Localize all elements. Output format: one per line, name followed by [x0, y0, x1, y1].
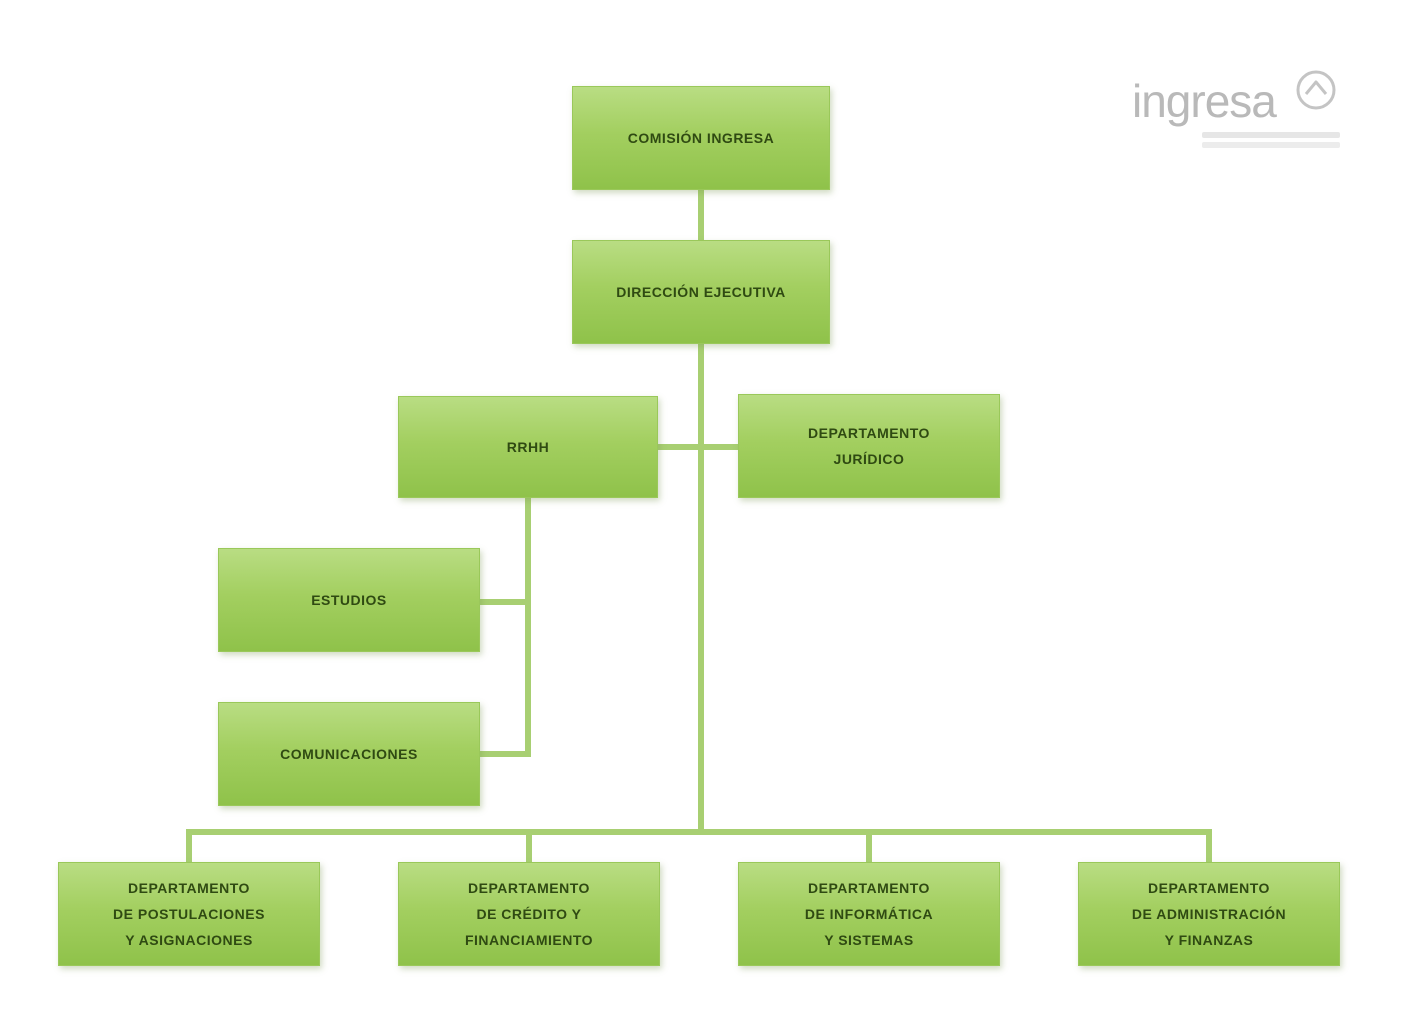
box-departamento-credito: DEPARTAMENTO DE CRÉDITO Y FINANCIAMIENTO — [398, 862, 660, 966]
box-departamento-informatica: DEPARTAMENTO DE INFORMÁTICA Y SISTEMAS — [738, 862, 1000, 966]
box-estudios: ESTUDIOS — [218, 548, 480, 652]
ingresa-logo: ingresa — [1132, 66, 1352, 156]
box-departamento-administracion: DEPARTAMENTO DE ADMINISTRACIÓN Y FINANZA… — [1078, 862, 1340, 966]
logo-wordmark: ingresa — [1132, 75, 1277, 127]
box-direccion-ejecutiva: DIRECCIÓN EJECUTIVA — [572, 240, 830, 344]
box-comision-ingresa: COMISIÓN INGRESA — [572, 86, 830, 190]
box-comunicaciones: COMUNICACIONES — [218, 702, 480, 806]
circle-arrow-icon — [1296, 70, 1336, 110]
logo-tagline-line — [1202, 132, 1340, 138]
box-rrhh: RRHH — [398, 396, 658, 498]
box-departamento-postulaciones: DEPARTAMENTO DE POSTULACIONES Y ASIGNACI… — [58, 862, 320, 966]
box-departamento-juridico: DEPARTAMENTO JURÍDICO — [738, 394, 1000, 498]
logo-tagline-line-2 — [1202, 142, 1340, 148]
